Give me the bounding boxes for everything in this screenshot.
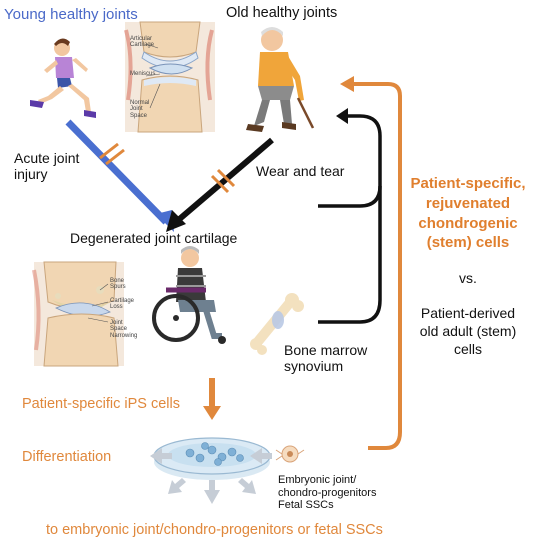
bracket-arrow — [318, 114, 382, 324]
label-vs: vs. — [459, 270, 477, 286]
wheelchair-figure — [152, 246, 226, 344]
bone-joint-icon — [250, 293, 304, 355]
label-wear-and-tear: Wear and tear — [256, 163, 345, 179]
rejuvenation-loop-arrow — [350, 82, 402, 450]
spreading-arrows — [150, 448, 272, 504]
elderly-man-figure — [246, 27, 315, 132]
acute-injury-arrow — [65, 119, 169, 225]
petri-dish-icon — [153, 437, 271, 480]
label-old-healthy-joints: Old healthy joints — [226, 5, 338, 21]
cell-icon — [275, 445, 305, 463]
runner-figure — [30, 38, 96, 118]
label-young-healthy-joints: Young healthy joints — [4, 6, 138, 23]
wear-tear-arrow — [174, 137, 274, 225]
label-patient-specific-ips: Patient-specific iPS cells — [22, 396, 180, 412]
label-differentiation: Differentiation — [22, 449, 112, 465]
healthy-knee-illustration — [124, 21, 215, 133]
label-bottom-caption: to embryonic joint/chondro-progenitors o… — [46, 522, 383, 538]
damaged-knee-illustration — [32, 261, 124, 367]
knee-label-meniscus: Meniscus — [130, 71, 156, 77]
label-degenerated-joint-cartilage: Degenerated joint cartilage — [70, 230, 238, 246]
